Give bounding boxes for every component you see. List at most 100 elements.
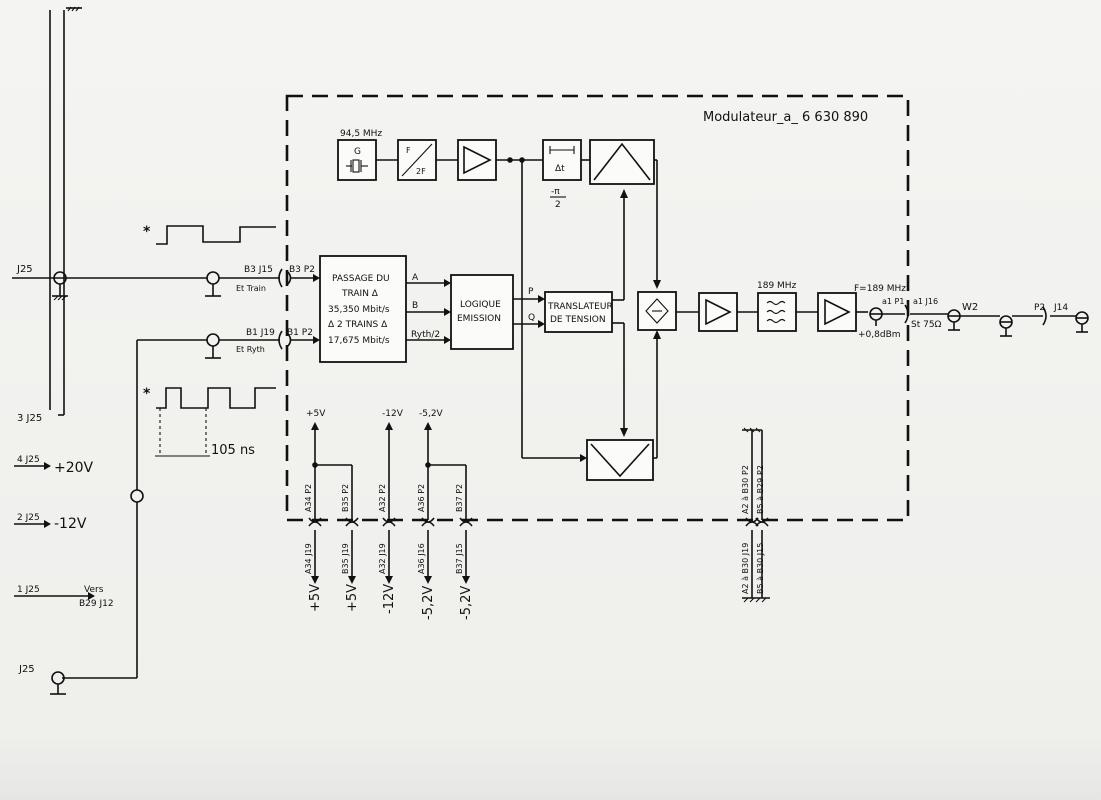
svg-text:1 J25: 1 J25 (17, 585, 40, 595)
svg-text:TRANSLATEUR: TRANSLATEUR (547, 302, 613, 312)
svg-text:Et Train: Et Train (236, 284, 266, 293)
svg-text:Vers: Vers (84, 585, 104, 595)
translateur-block: TRANSLATEUR DE TENSION (544, 291, 613, 333)
svg-text:189 MHz: 189 MHz (757, 281, 797, 291)
amplifier-3 (817, 292, 857, 332)
left-supply-labels: 4 J25 +20V 2 J25 -12V 1 J25 Vers B29 J12 (14, 455, 114, 609)
svg-text:*: * (143, 224, 151, 240)
svg-text:B5 à B29: B5 à B29 (756, 478, 765, 514)
modulator-enclosure (285, 94, 910, 522)
svg-text:J25: J25 (18, 664, 35, 675)
svg-text:B37 P2: B37 P2 (455, 484, 464, 512)
svg-text:B5 à B30 J15: B5 à B30 J15 (756, 543, 765, 594)
svg-text:a1 P1: a1 P1 (882, 297, 904, 306)
svg-text:A2 à B30 J19: A2 à B30 J19 (741, 543, 750, 594)
phase-modulator (637, 291, 677, 331)
period-label: 105 ns (211, 443, 255, 458)
logique-emission-block: LOGIQUE EMISSION (450, 274, 514, 350)
svg-text:94,5 MHz: 94,5 MHz (340, 129, 382, 139)
svg-text:4 J25: 4 J25 (17, 455, 40, 465)
svg-text:A32 P2: A32 P2 (378, 484, 387, 512)
svg-text:-12V: -12V (382, 409, 404, 419)
svg-text:B37 J15: B37 J15 (455, 543, 464, 574)
svg-text:B35 P2: B35 P2 (341, 484, 350, 512)
svg-text:2 J25: 2 J25 (17, 513, 40, 523)
supply-connectors: A34 P2 A34 J19 +5V B35 P2 B35 J19 +5V A3… (304, 484, 474, 620)
divider-block: F 2F (397, 139, 437, 181)
svg-text:P2: P2 (741, 465, 750, 475)
svg-text:A32 J19: A32 J19 (378, 543, 387, 574)
svg-text:TRAIN Δ: TRAIN Δ (341, 289, 379, 299)
passage-train-block: PASSAGE DU TRAIN Δ 35,350 Mbit/s Δ 2 TRA… (319, 255, 407, 363)
svg-text:W2: W2 (962, 302, 978, 313)
svg-text:A36 P2: A36 P2 (417, 484, 426, 512)
mixer-bottom (586, 439, 654, 481)
svg-text:-π: -π (551, 187, 560, 197)
supply-rails: +5V -12V -5,2V (306, 409, 467, 520)
svg-text:Δ 2 TRAINS Δ: Δ 2 TRAINS Δ (328, 320, 388, 330)
oscillator-block: 94,5 MHz G (337, 129, 382, 181)
svg-text:+5V: +5V (308, 584, 323, 612)
bandpass-filter: 189 MHz (757, 281, 797, 332)
svg-text:+20V: +20V (54, 460, 94, 476)
amplifier-1 (457, 139, 497, 181)
svg-text:B3 P2: B3 P2 (289, 265, 315, 275)
svg-text:B29 J12: B29 J12 (79, 599, 114, 609)
svg-text:-5,2V: -5,2V (421, 586, 436, 620)
waveform-train: * (143, 224, 276, 245)
svg-text:+5V: +5V (345, 584, 360, 612)
svg-text:B1 P2: B1 P2 (287, 328, 313, 338)
svg-text:St 75Ω: St 75Ω (911, 320, 942, 330)
svg-text:J14: J14 (1053, 303, 1068, 313)
top-bus: 3 J25 (17, 6, 82, 424)
mixer-top (589, 139, 655, 185)
svg-text:B: B (412, 301, 418, 311)
svg-text:2F: 2F (416, 167, 426, 176)
modulator-title: Modulateur_a_ 6 630 890 (703, 110, 868, 125)
svg-text:A2 à B30: A2 à B30 (741, 478, 750, 514)
svg-text:a1 J16: a1 J16 (913, 297, 938, 306)
svg-text:P2: P2 (756, 465, 765, 475)
svg-text:G: G (354, 147, 361, 157)
svg-text:35,350 Mbit/s: 35,350 Mbit/s (328, 305, 390, 315)
svg-text:F: F (406, 146, 411, 155)
svg-text:+5V: +5V (306, 409, 326, 419)
svg-text:17,675 Mbit/s: 17,675 Mbit/s (328, 336, 390, 346)
svg-text:2: 2 (555, 200, 561, 210)
waveform-rythm: * 105 ns (143, 386, 276, 458)
svg-text:B35 J19: B35 J19 (341, 543, 350, 574)
j25-3-label: 3 J25 (17, 413, 42, 424)
train-input: J25 B3 J15 Et Train B3 P2 (12, 264, 320, 301)
svg-text:*: * (143, 386, 151, 402)
svg-text:Ryth/2: Ryth/2 (411, 330, 440, 340)
svg-text:P: P (528, 287, 534, 297)
svg-text:-5,2V: -5,2V (459, 586, 474, 620)
svg-text:PASSAGE DU: PASSAGE DU (332, 274, 390, 284)
svg-text:A36 J16: A36 J16 (417, 543, 426, 574)
svg-text:EMISSION: EMISSION (457, 314, 501, 324)
delay-block: Δt -π 2 (542, 139, 582, 210)
svg-text:F=189 MHz: F=189 MHz (854, 284, 906, 294)
svg-text:-12V: -12V (54, 516, 87, 532)
svg-text:+0,8dBm: +0,8dBm (858, 330, 901, 340)
svg-text:-5,2V: -5,2V (419, 409, 444, 419)
rythm-input: B1 J19 Et Ryth B1 P2 J25 (18, 328, 320, 695)
svg-text:A: A (412, 273, 419, 283)
svg-text:A34 J19: A34 J19 (304, 543, 313, 574)
svg-text:Δt: Δt (555, 164, 565, 174)
output-section: F=189 MHz +0,8dBm a1 P1 a1 J16 St 75Ω W2… (854, 284, 1089, 340)
ground-group: P2 P2 A2 à B30 B5 à B29 A2 à B30 J19 B5 … (741, 427, 770, 603)
svg-text:P2: P2 (1034, 303, 1045, 313)
svg-text:A34 P2: A34 P2 (304, 484, 313, 512)
svg-text:B1 J19: B1 J19 (246, 328, 275, 338)
svg-text:-12V: -12V (382, 584, 397, 614)
amplifier-2 (698, 292, 738, 332)
svg-text:B3 J15: B3 J15 (244, 265, 273, 275)
svg-text:J25: J25 (16, 264, 33, 275)
svg-text:DE TENSION: DE TENSION (550, 315, 606, 325)
svg-text:Q: Q (528, 313, 535, 323)
svg-text:Et Ryth: Et Ryth (236, 345, 265, 354)
svg-text:LOGIQUE: LOGIQUE (460, 300, 501, 310)
